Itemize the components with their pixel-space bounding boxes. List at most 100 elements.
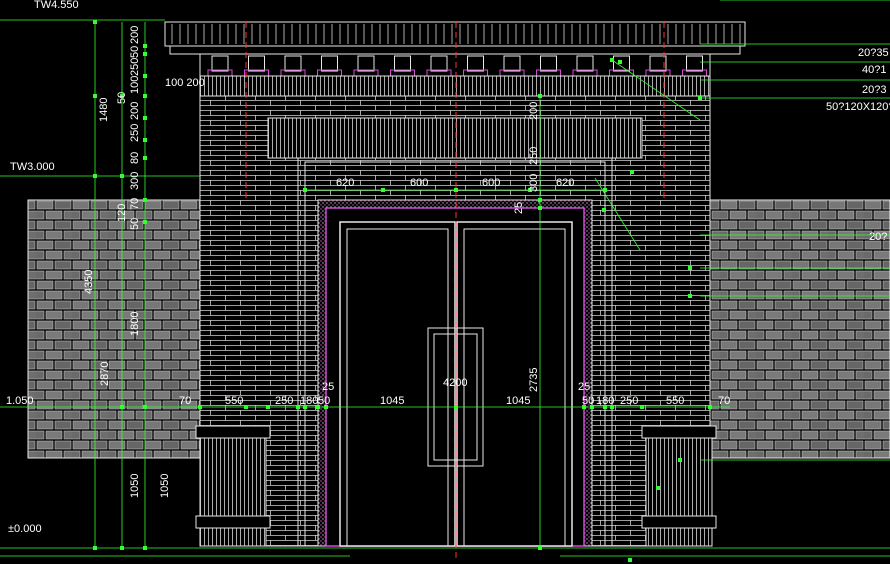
dimension-tick xyxy=(640,405,644,409)
dimension-tick xyxy=(120,546,124,550)
dimension-tick xyxy=(630,170,634,174)
svg-text:4350: 4350 xyxy=(83,270,95,294)
right-plinth xyxy=(641,425,717,547)
dimension-tick xyxy=(120,174,124,178)
svg-text:120: 120 xyxy=(116,204,128,222)
cornice-block xyxy=(503,55,521,72)
cornice-block xyxy=(211,55,229,72)
dimension-tick xyxy=(316,405,320,409)
dimension-tick xyxy=(303,405,307,409)
dimension-tick xyxy=(610,405,614,409)
dimension-tick xyxy=(143,44,147,48)
svg-text:250: 250 xyxy=(129,124,141,142)
dimension-tick xyxy=(143,405,147,409)
dimension-tick xyxy=(678,458,682,462)
left-wall xyxy=(27,199,201,459)
svg-text:2870: 2870 xyxy=(99,362,111,386)
svg-text:200: 200 xyxy=(129,102,141,120)
vertical-dims-overall: 1480 4350 1800 2870 1050 1050 xyxy=(83,98,171,498)
cornice-block xyxy=(357,55,375,72)
door-leaf-left[interactable] xyxy=(339,221,456,547)
svg-text:80: 80 xyxy=(129,152,141,164)
svg-text:1050: 1050 xyxy=(129,474,141,498)
cornice-block xyxy=(686,55,703,72)
dimension-tick xyxy=(590,405,594,409)
cornice-block xyxy=(321,55,338,72)
cornice-block xyxy=(649,55,667,72)
dimension-tick xyxy=(143,156,147,160)
left-overall-dim: 100 200 xyxy=(165,77,205,89)
dimension-tick xyxy=(610,58,614,62)
dimension-tick xyxy=(454,405,458,409)
cornice-block xyxy=(394,55,411,72)
note-2: 40?1 xyxy=(862,64,886,76)
dimension-tick xyxy=(120,405,124,409)
dimension-tick xyxy=(688,294,692,298)
level-top: TW4.550 xyxy=(34,0,79,11)
dimension-tick xyxy=(93,94,97,98)
dimension-tick xyxy=(582,405,586,409)
svg-text:200: 200 xyxy=(528,102,540,120)
dimension-tick xyxy=(602,208,606,212)
dimension-tick xyxy=(143,74,147,78)
dimension-tick xyxy=(381,188,385,192)
dimension-tick xyxy=(143,116,147,120)
double-door[interactable] xyxy=(339,221,573,547)
sill-dim-l4: 180 xyxy=(300,395,318,407)
dimension-tick xyxy=(324,405,328,409)
note-3: 20?3 xyxy=(862,84,886,96)
note-1: 20?35 xyxy=(858,47,889,59)
cornice-block xyxy=(467,55,484,72)
dimension-tick xyxy=(688,266,692,270)
svg-text:70: 70 xyxy=(129,198,141,210)
svg-text:1800: 1800 xyxy=(129,312,141,336)
door-dim-1: 1045 xyxy=(380,395,404,407)
lintel-dim-2: 600 xyxy=(410,177,428,189)
level-ground: ±0.000 xyxy=(8,523,42,535)
dimension-ticks xyxy=(93,20,712,562)
sill-dim-r1: 25 xyxy=(578,381,590,393)
dimension-tick xyxy=(538,546,542,550)
dimension-tick xyxy=(708,405,712,409)
dimension-tick xyxy=(143,546,147,550)
dimension-tick xyxy=(628,558,632,562)
dimension-tick xyxy=(538,206,542,210)
dimension-tick xyxy=(244,405,248,409)
svg-text:250: 250 xyxy=(528,147,540,165)
dimension-tick xyxy=(538,94,542,98)
dimension-tick xyxy=(454,188,458,192)
dimension-tick xyxy=(93,546,97,550)
svg-text:50: 50 xyxy=(129,218,141,230)
svg-text:250: 250 xyxy=(129,58,141,76)
sill-dim-r3: 180 xyxy=(596,395,614,407)
dimension-tick xyxy=(528,188,532,192)
cornice-block xyxy=(284,55,302,72)
svg-text:300: 300 xyxy=(129,172,141,190)
cornice-block xyxy=(430,55,448,72)
dimension-tick xyxy=(93,174,97,178)
svg-text:200: 200 xyxy=(129,26,141,44)
inner-lintel xyxy=(267,117,643,159)
dimension-tick xyxy=(143,94,147,98)
dimension-tick xyxy=(266,405,270,409)
sill-dim-r6: 70 xyxy=(718,395,730,407)
dimension-tick xyxy=(143,138,147,142)
door-leaf-right[interactable] xyxy=(456,221,573,547)
lintel-dim-3: 600 xyxy=(482,177,500,189)
cornice xyxy=(164,21,746,97)
sill-dim-r4: 250 xyxy=(620,395,638,407)
dimension-tick xyxy=(93,20,97,24)
svg-text:100: 100 xyxy=(129,76,141,94)
level-mid: 1.050 xyxy=(6,395,34,407)
note-4: 50?120X120? xyxy=(826,101,890,113)
right-wall xyxy=(709,199,890,459)
svg-text:50: 50 xyxy=(116,92,128,104)
dimension-tick xyxy=(303,188,307,192)
level-wall: TW3.000 xyxy=(10,161,55,173)
left-plinth xyxy=(195,425,271,547)
lintel-dim-4: 620 xyxy=(556,177,574,189)
svg-text:25: 25 xyxy=(513,202,525,214)
cornice-block xyxy=(540,55,557,72)
sill-dim-l1: 70 xyxy=(179,395,191,407)
